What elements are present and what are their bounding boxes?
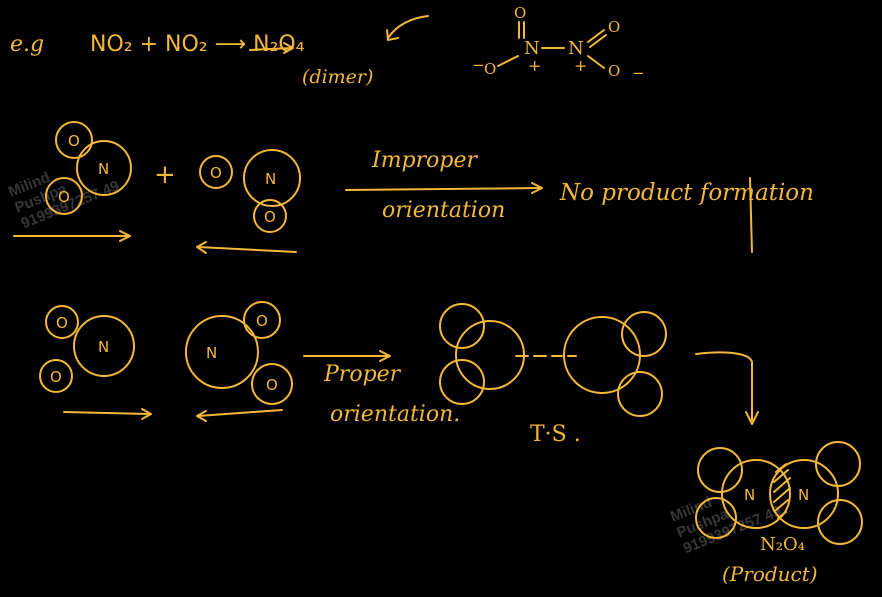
improper-arrow-head (531, 182, 543, 194)
n-o-single-bond-left (497, 55, 519, 67)
ts-left-n-atom (455, 320, 525, 390)
case1-o2b-label: O (264, 208, 276, 226)
case2-o2a-atom (243, 301, 281, 339)
dimerization-equation: NO₂ + NO₂ ⟶ N₂O₄ (90, 32, 305, 57)
case2-o2a-label: O (256, 312, 268, 330)
case1-arrow-left (197, 246, 297, 253)
pointer-arrow-head (386, 29, 399, 41)
reaction-arrow (249, 47, 293, 51)
case1-n1-atom (76, 140, 132, 196)
structure-n-left: N (524, 38, 540, 59)
no-product-label: No product formation (560, 180, 814, 206)
ts-left-o-top (439, 303, 485, 349)
structure-plus-right: + (574, 56, 588, 75)
transition-state-label: T·S . (530, 422, 581, 447)
proper-arrow-head (379, 350, 391, 362)
case2-n2-label: N (206, 344, 217, 362)
structure-o-right: O (608, 62, 621, 80)
case2-arrow-right (63, 411, 151, 415)
case1-n1-label: N (98, 160, 109, 178)
case2-n2-atom (185, 315, 259, 389)
n-o-single-bond-right (587, 55, 605, 69)
case1-o1a-atom (55, 121, 93, 159)
ts-left-o-bottom (439, 359, 485, 405)
improper-label: Improper (372, 148, 478, 173)
case1-o1b-atom (45, 177, 83, 215)
case1-o1b-label: O (58, 188, 70, 206)
structure-minus-left: − (472, 56, 485, 74)
product-label: (Product) (722, 562, 818, 586)
structure-o-right-top: O (608, 18, 621, 36)
pointer-arrow (387, 15, 429, 39)
case2-arrow-left (197, 409, 283, 417)
case1-arrow-right-head (119, 230, 131, 242)
eg-label: e.g (10, 32, 45, 57)
case2-o1b-atom (39, 359, 73, 393)
case2-o2b-atom (251, 363, 293, 405)
product-o-top-left (697, 447, 743, 493)
case2-o1a-atom (45, 305, 79, 339)
structure-minus-right: − (632, 64, 645, 82)
case1-o2a-label: O (210, 164, 222, 182)
case2-arrow-left-head (196, 410, 207, 422)
product-o-top-right (815, 441, 861, 487)
product-o-bottom-left (695, 497, 737, 539)
product-n-right-label: N (798, 486, 809, 504)
case1-o2b-atom (253, 199, 287, 233)
ts-right-o-bottom (617, 371, 663, 417)
improper-orientation-label: orientation (382, 198, 506, 223)
n-o-double-bond-left (518, 21, 525, 39)
dimer-label: (dimer) (302, 66, 374, 88)
product-arrow-head (745, 411, 759, 425)
product-n-right-atom (769, 459, 839, 529)
ts-right-o-top (621, 311, 667, 357)
case2-o1a-label: O (56, 314, 68, 332)
case1-n2-label: N (265, 170, 276, 188)
case2-o1b-label: O (50, 368, 62, 386)
case1-arrow-left-head (196, 241, 207, 254)
improper-arrow (345, 187, 541, 191)
structure-o-left: O (484, 60, 497, 78)
case1-n2-atom (243, 149, 301, 207)
case1-o1a-label: O (68, 132, 80, 150)
product-formula: N₂O₄ (760, 534, 805, 555)
case1-o2a-atom (199, 155, 233, 189)
product-o-bottom-right (817, 499, 863, 545)
reaction-arrow-head (283, 42, 294, 54)
product-overlap-hatch (773, 463, 791, 519)
case2-n1-label: N (98, 338, 109, 356)
structure-o-top: O (514, 4, 527, 22)
proper-label: Proper (324, 362, 401, 387)
n-o-double-bond-right (587, 29, 607, 48)
case1-plus: + (154, 160, 176, 190)
case2-o2b-label: O (266, 376, 278, 394)
product-arrow (695, 351, 753, 421)
no-product-stroke (749, 177, 753, 253)
case2-n1-atom (73, 315, 135, 377)
structure-n-right: N (568, 38, 584, 59)
case2-arrow-right-head (141, 408, 152, 420)
proper-orientation-label: orientation. (330, 402, 461, 427)
product-n-left-label: N (744, 486, 755, 504)
product-n-left-atom (721, 459, 791, 529)
structure-plus-left: + (528, 56, 542, 75)
